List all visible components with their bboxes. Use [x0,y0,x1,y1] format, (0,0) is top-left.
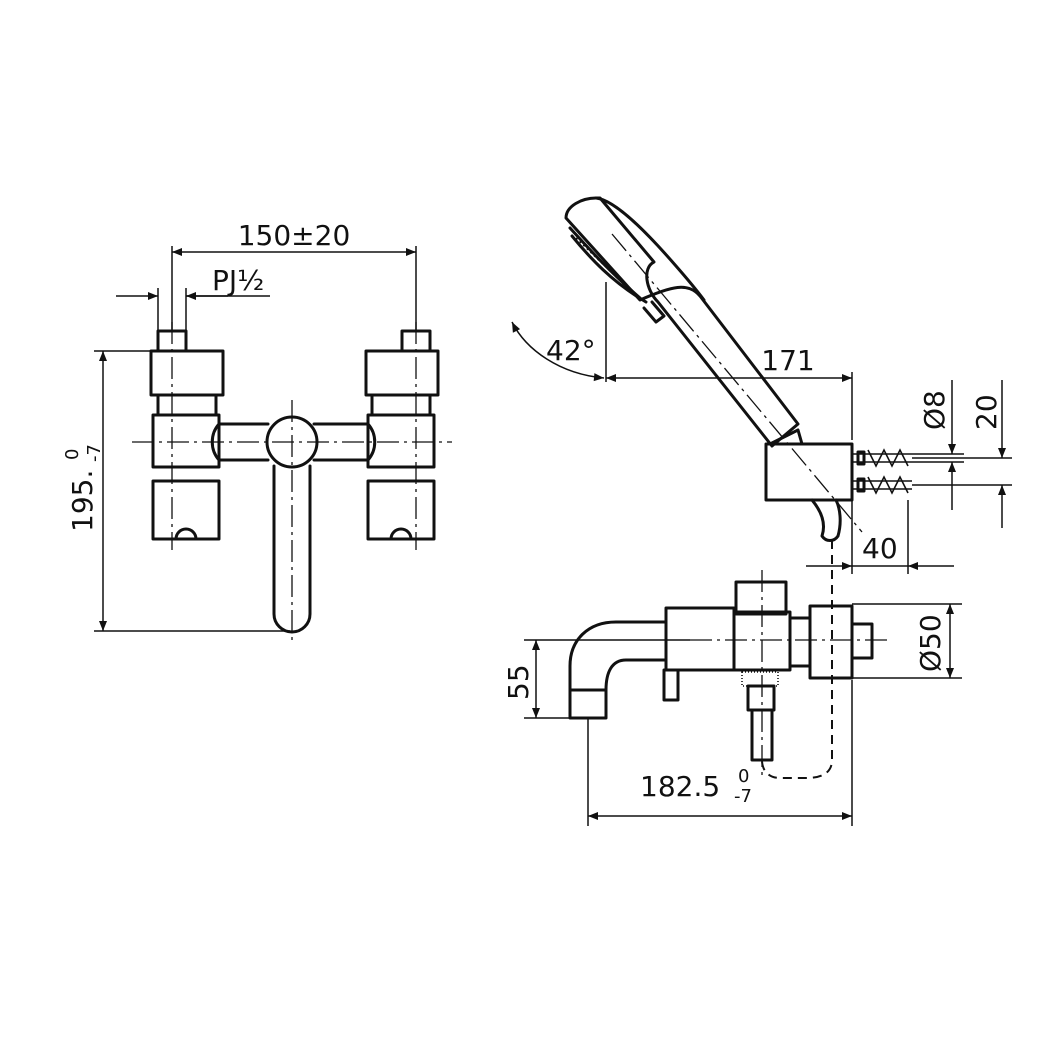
dim-thread: PJ½ [212,264,264,297]
dim-length-171: 171 [761,344,814,377]
mixer-side-dimensions: Ø50 55 182.5 0 -7 [502,603,962,826]
hand-shower-dimensions: 42° 171 Ø8 20 40 [511,282,1012,574]
dim-height-main: 195. [66,470,99,532]
dim-height-tol-lower: -7 [84,444,105,462]
front-view [132,322,452,640]
dim-diameter-8: Ø8 [918,390,951,430]
dim-length-main: 182.5 [640,770,720,803]
dim-offset-20: 20 [970,394,1003,430]
hand-shower-view [564,196,912,779]
dim-height-55: 55 [502,664,535,700]
anchor-screws [852,448,912,495]
dim-angle: 42° [546,334,596,367]
dim-length-tol-upper: 0 [738,766,749,787]
dim-offset-40: 40 [862,532,898,565]
front-dimensions: 150±20 PJ½ 195. 0 -7 [62,219,417,632]
mixer-side-view [568,570,888,776]
dim-spacing: 150±20 [238,219,351,252]
dim-length-tol-lower: -7 [734,786,752,807]
dim-diameter-50: Ø50 [914,614,947,672]
dim-height-tol-upper: 0 [62,449,83,460]
